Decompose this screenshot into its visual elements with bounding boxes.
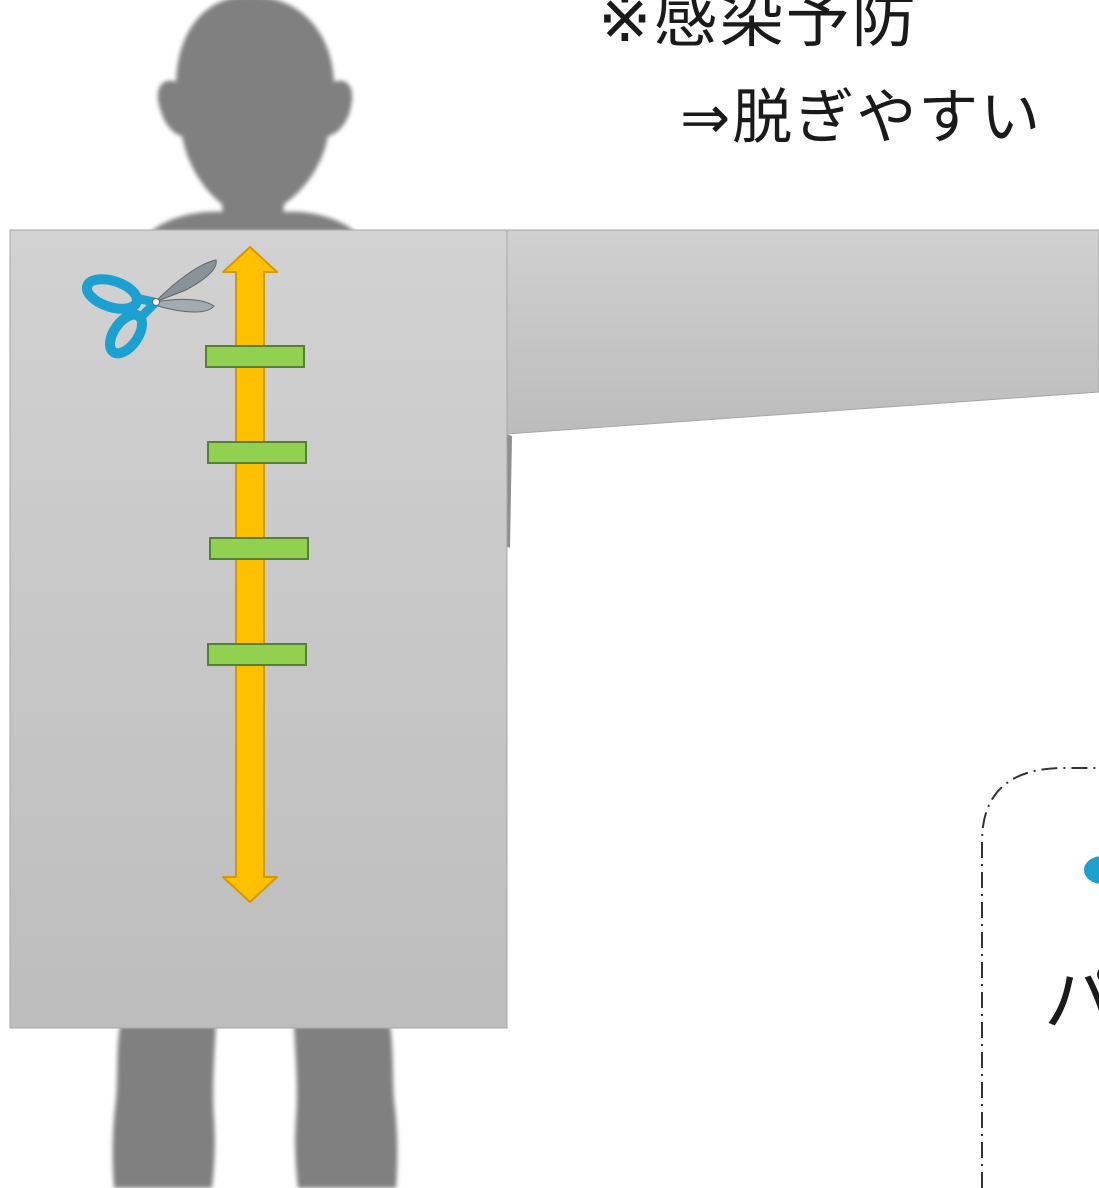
silhouette-head [157, 0, 353, 232]
silhouette-leg-left [112, 1026, 216, 1188]
silhouette-shoulders [150, 211, 356, 232]
scissors-icon [81, 259, 217, 359]
note-text-line-1: ※感染予防 [598, 0, 918, 57]
tie-strip [207, 441, 307, 464]
tie-strip [209, 537, 309, 560]
tie-strip [207, 643, 307, 666]
callout-accent-dot [1084, 856, 1099, 884]
note-text-line-2: ⇒脱ぎやすい [680, 83, 1043, 153]
callout-text: パ [1044, 958, 1099, 1042]
tie-strip [205, 345, 305, 368]
callout-box [981, 767, 1099, 1188]
silhouette-leg-right [294, 1026, 398, 1188]
gown-sleeve [505, 229, 1099, 435]
person-silhouette [112, 0, 398, 1188]
double-arrow [222, 246, 278, 903]
